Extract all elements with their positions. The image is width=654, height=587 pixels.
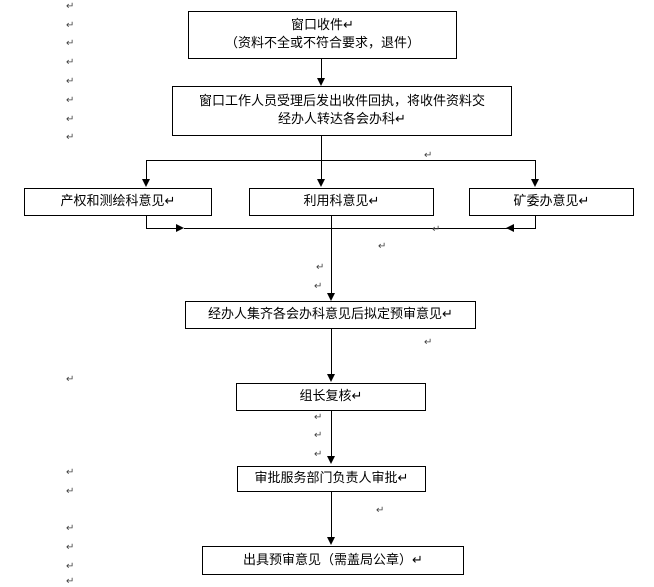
arrow-head (176, 224, 184, 232)
paragraph-mark: ↵ (66, 467, 75, 478)
paragraph-mark: ↵ (66, 374, 75, 385)
paragraph-mark: ↵ (432, 224, 441, 235)
paragraph-mark: ↵ (314, 449, 323, 460)
paragraph-mark: ↵ (66, 114, 75, 125)
arrow-head (142, 179, 150, 187)
paragraph-mark: ↵ (66, 76, 75, 87)
connector (512, 228, 536, 229)
arrow-head (531, 179, 539, 187)
paragraph-mark: ↵ (66, 132, 75, 143)
arrow-head (317, 78, 325, 86)
arrow-head (317, 179, 325, 187)
connector (321, 59, 322, 79)
connector (146, 160, 536, 161)
connector (535, 160, 536, 180)
connector (146, 228, 179, 229)
arrow-head (327, 374, 335, 382)
box-mining-opinion: 矿委办意见↵ (469, 188, 634, 216)
paragraph-mark: ↵ (66, 20, 75, 31)
paragraph-mark: ↵ (66, 95, 75, 106)
paragraph-mark: ↵ (66, 38, 75, 49)
handle-line-1: 窗口工作人员受理后发出收件回执，将收件资料交 (198, 94, 485, 109)
paragraph-mark: ↵ (66, 576, 75, 587)
connector (535, 216, 536, 228)
arrow-head (506, 224, 514, 232)
paragraph-mark: ↵ (314, 430, 323, 441)
box-collect-opinions: 经办人集齐各会办科意见后拟定预审意见↵ (185, 301, 476, 329)
connector (146, 160, 147, 180)
paragraph-mark: ↵ (424, 337, 433, 348)
connector (184, 228, 526, 229)
box-property-opinion: 产权和测绘科意见↵ (24, 188, 212, 216)
paragraph-mark: ↵ (314, 281, 323, 292)
box-issue-opinion: 出具预审意见（需盖局公章）↵ (202, 546, 464, 575)
connector (331, 216, 332, 293)
box-window-handle: 窗口工作人员受理后发出收件回执，将收件资料交 经办人转达各会办科↵ (172, 86, 512, 136)
paragraph-mark: ↵ (66, 542, 75, 553)
paragraph-mark: ↵ (314, 412, 323, 423)
receive-title-line: 窗口收件↵ (291, 18, 354, 33)
paragraph-mark: ↵ (316, 262, 325, 273)
arrow-head (327, 293, 335, 301)
connector (321, 136, 322, 160)
paragraph-mark: ↵ (66, 561, 75, 572)
box-leader-review: 组长复核↵ (236, 383, 426, 411)
connector (146, 216, 147, 228)
paragraph-mark: ↵ (66, 1, 75, 12)
paragraph-mark: ↵ (378, 241, 387, 252)
handle-line-2: 经办人转达各会办科↵ (278, 112, 406, 127)
box-window-receive: 窗口收件↵ （资料不全或不符合要求，退件） (188, 11, 457, 59)
connector (331, 492, 332, 538)
arrow-head (327, 537, 335, 545)
connector (321, 160, 322, 180)
paragraph-mark: ↵ (376, 505, 385, 516)
paragraph-mark: ↵ (424, 150, 433, 161)
box-utilize-opinion: 利用科意见↵ (249, 188, 434, 216)
paragraph-mark: ↵ (66, 486, 75, 497)
connector (331, 329, 332, 375)
paragraph-mark: ↵ (66, 57, 75, 68)
paragraph-mark: ↵ (66, 523, 75, 534)
arrow-head (327, 456, 335, 464)
connector (331, 411, 332, 457)
receive-note-line: （资料不全或不符合要求，退件） (224, 36, 420, 51)
box-dept-approval: 审批服务部门负责人审批↵ (237, 466, 426, 492)
